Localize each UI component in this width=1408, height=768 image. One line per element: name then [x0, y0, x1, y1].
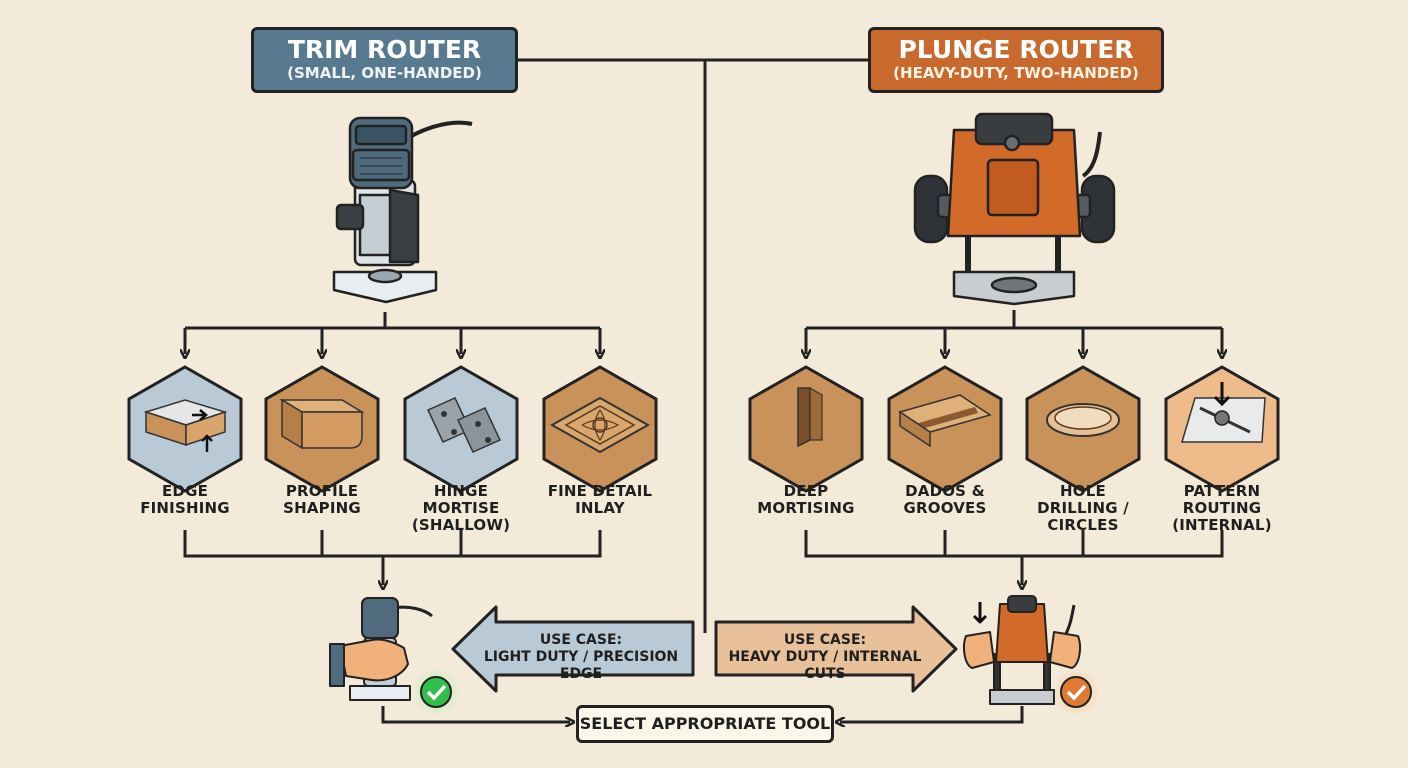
light-duty-text: LIGHT DUTY / PRECISION EDGE — [483, 649, 679, 682]
light-duty-use-case: USE CASE: LIGHT DUTY / PRECISION EDGE — [470, 632, 692, 683]
plunge-router-title-box: PLUNGE ROUTER (HEAVY-DUTY, TWO-HANDED) — [868, 27, 1164, 93]
use-label-profile-shaping: PROFILE SHAPING — [283, 482, 361, 517]
select-appropriate-tool-box: SELECT APPROPRIATE TOOL — [576, 705, 834, 743]
trim-router-title-box: TRIM ROUTER (SMALL, ONE-HANDED) — [251, 27, 518, 93]
light-duty-arrow — [451, 605, 695, 693]
hinge-mortise-hex — [403, 365, 519, 493]
trim-router-illustration — [332, 116, 473, 304]
trim-router-title: TRIM ROUTER — [287, 35, 482, 64]
orange-check-icon — [1052, 668, 1100, 716]
edge-finishing-hex — [127, 365, 243, 493]
profile-shaping-hex — [264, 365, 380, 493]
use-label-edge-finishing: EDGE FINISHING — [140, 482, 230, 517]
use-label-dados-grooves: DADOS & GROOVES — [903, 482, 987, 517]
hole-drilling-hex — [1025, 365, 1141, 493]
plunge-router-illustration — [913, 112, 1116, 306]
heavy-duty-text: HEAVY DUTY / INTERNAL CUTS — [728, 649, 922, 682]
trim-router-subtitle: (SMALL, ONE-HANDED) — [287, 64, 482, 82]
use-label-hinge-mortise: HINGE MORTISE (SHALLOW) — [411, 482, 511, 534]
fine-detail-inlay-hex — [542, 365, 658, 493]
use-label-fine-detail-inlay: FINE DETAIL INLAY — [547, 482, 653, 517]
green-check-icon — [412, 668, 460, 716]
heavy-duty-use-case: USE CASE: HEAVY DUTY / INTERNAL CUTS — [712, 632, 938, 683]
connector-lines — [185, 58, 1222, 722]
use-label-hole-drilling: HOLE DRILLING / CIRCLES — [1037, 482, 1129, 534]
use-label-deep-mortising: DEEP MORTISING — [757, 482, 855, 517]
light-duty-heading: USE CASE: — [539, 632, 623, 648]
heavy-duty-heading: USE CASE: — [783, 632, 867, 648]
deep-mortising-hex — [748, 365, 864, 493]
heavy-duty-arrow — [714, 605, 958, 693]
trim-router-in-hand-icon — [329, 597, 433, 701]
use-label-pattern-routing: PATTERN ROUTING (INTERNAL) — [1172, 482, 1272, 534]
plunge-router-in-hands-icon — [963, 595, 1081, 705]
pattern-routing-hex — [1164, 365, 1280, 493]
dados-grooves-hex — [887, 365, 1003, 493]
plunge-router-subtitle: (HEAVY-DUTY, TWO-HANDED) — [893, 64, 1139, 82]
plunge-router-title: PLUNGE ROUTER — [898, 35, 1134, 64]
